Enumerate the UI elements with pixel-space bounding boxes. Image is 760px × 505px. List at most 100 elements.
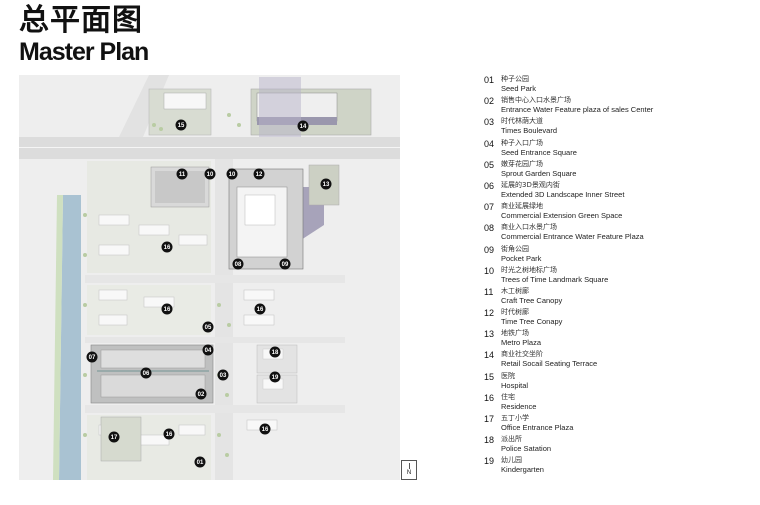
map-marker-15 xyxy=(175,119,187,131)
map-marker-label: 07 xyxy=(89,355,96,361)
legend-number: 17 xyxy=(484,414,495,424)
legend-number: 07 xyxy=(484,202,495,213)
legend-number: 05 xyxy=(484,159,495,170)
site-plan-map: 15 14 11 10 10 12 13 16 08 09 16 16 xyxy=(19,75,400,480)
legend-number: 09 xyxy=(484,244,495,255)
legend-number: 13 xyxy=(484,329,495,340)
map-marker-10-left xyxy=(204,168,216,180)
page-title-en: Master Plan xyxy=(19,38,149,66)
map-marker-label: 16 xyxy=(164,307,171,313)
map-marker-05 xyxy=(202,321,214,333)
legend-en-label: Times Boulevard xyxy=(501,126,557,136)
legend-cn-label: 住宅 xyxy=(501,392,515,401)
legend-en-label: Sprout Garden Square xyxy=(501,168,577,178)
legend-en-label: Police Satation xyxy=(501,444,552,454)
map-marker-label: 18 xyxy=(272,350,279,356)
legend-number: 14 xyxy=(484,350,495,361)
legend-cn-label: 街角公园 xyxy=(501,244,529,253)
map-marker-label: 10 xyxy=(229,172,236,178)
legend-en-label: Commercial Extension Green Space xyxy=(501,211,623,221)
legend-en-label: Metro Plaza xyxy=(501,338,542,348)
legend-number: 03 xyxy=(484,117,495,128)
legend-cn-label: 木工树廊 xyxy=(501,286,529,295)
map-marker-01 xyxy=(194,456,206,468)
page-title-cn: 总平面图 xyxy=(19,3,143,38)
legend-cn-label: 时代树廊 xyxy=(501,308,529,317)
map-marker-02 xyxy=(195,388,207,400)
map-marker-label: 16 xyxy=(257,307,264,313)
map-marker-label: 16 xyxy=(262,427,269,433)
map-marker-04 xyxy=(202,344,214,356)
legend-en-label: Commercial Entrance Water Feature Plaza xyxy=(501,232,644,242)
map-marker-label: 12 xyxy=(256,172,263,178)
legend-en-label: Craft Tree Canopy xyxy=(501,295,563,305)
legend-en-label: Extended 3D Landscape Inner Street xyxy=(501,189,625,199)
map-marker-label: 10 xyxy=(207,172,214,178)
legend-en-label: Time Tree Conapy xyxy=(501,317,563,327)
map-marker-12 xyxy=(253,168,265,180)
north-label: N xyxy=(406,470,412,476)
map-marker-08 xyxy=(232,258,244,270)
map-marker-16-e xyxy=(259,423,271,435)
map-marker-07 xyxy=(86,351,98,363)
legend-cn-label: 商业延展绿地 xyxy=(501,202,543,211)
legend-cn-label: 时光之树地标广场 xyxy=(501,265,557,274)
map-marker-label: 14 xyxy=(300,124,307,130)
map-marker-label: 16 xyxy=(166,432,173,438)
legend-en-label: Office Entrance Plaza xyxy=(501,423,574,432)
legend-number: 16 xyxy=(484,392,495,403)
map-marker-label: 04 xyxy=(205,348,212,354)
legend-number: 04 xyxy=(484,138,495,149)
legend-cn-label: 种子公园 xyxy=(501,75,529,83)
map-marker-18 xyxy=(269,346,281,358)
legend-cn-label: 种子入口广场 xyxy=(501,138,543,147)
legend-cn-label: 地铁广场 xyxy=(501,329,529,338)
legend-cn-label: 销售中心入口水景广场 xyxy=(501,96,571,105)
legend-cn-label: 幼儿园 xyxy=(501,456,522,465)
map-marker-11 xyxy=(176,168,188,180)
map-marker-17 xyxy=(108,431,120,443)
legend-en-label: Hospital xyxy=(501,380,529,390)
map-marker-label: 15 xyxy=(178,123,185,129)
map-marker-label: 16 xyxy=(164,245,171,251)
north-arrow-icon: N xyxy=(401,460,417,480)
map-marker-16-a xyxy=(161,241,173,253)
map-marker-label: 19 xyxy=(272,375,279,381)
legend-cn-label: 五丁小学 xyxy=(501,414,529,422)
legend-en-label: Retail Socail Seating Terrace xyxy=(501,359,598,369)
map-marker-03 xyxy=(217,369,229,381)
legend-number: 06 xyxy=(484,180,495,191)
map-marker-label: 05 xyxy=(205,325,212,331)
map-marker-label: 11 xyxy=(179,172,186,178)
map-marker-16-d xyxy=(163,428,175,440)
legend-en-label: Kindergarten xyxy=(501,465,544,475)
legend-cn-label: 嫩芽花园广场 xyxy=(501,159,543,168)
map-marker-10-right xyxy=(226,168,238,180)
map-marker-label: 06 xyxy=(143,371,150,377)
map-marker-label: 09 xyxy=(282,262,289,268)
map-marker-06 xyxy=(140,367,152,379)
legend-number: 12 xyxy=(484,308,495,319)
legend-en-label: Trees of Time Landmark Square xyxy=(501,274,609,284)
map-marker-13 xyxy=(320,178,332,190)
map-marker-16-c xyxy=(254,303,266,315)
map-marker-label: 08 xyxy=(235,262,242,268)
legend-number: 18 xyxy=(484,435,495,446)
legend-en-label: Seed Park xyxy=(501,84,537,93)
legend-number: 19 xyxy=(484,456,495,467)
legend-number: 01 xyxy=(484,75,495,85)
